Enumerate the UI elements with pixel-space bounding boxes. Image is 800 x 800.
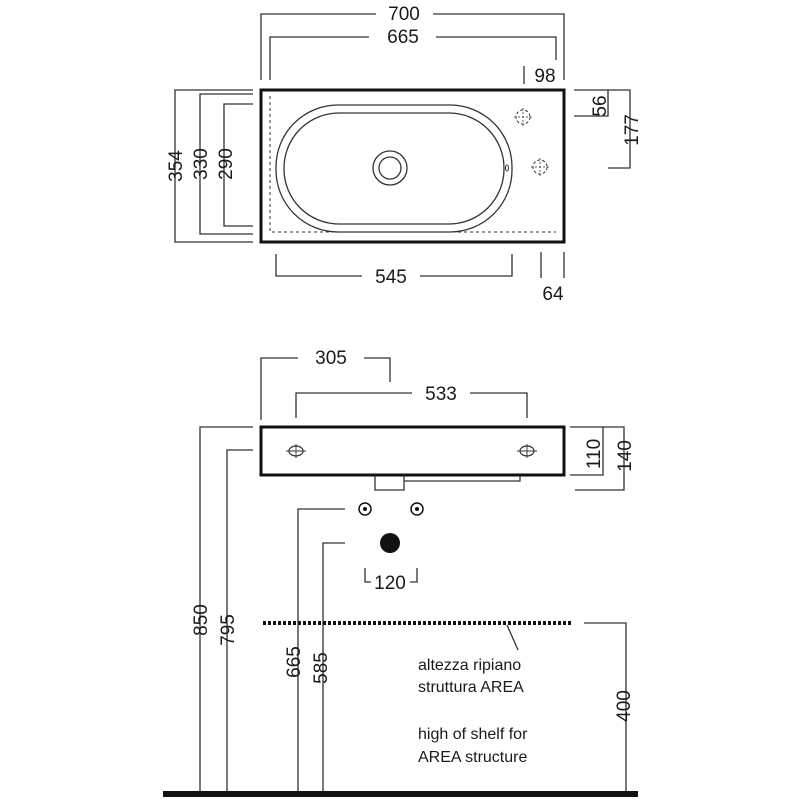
dim-177: 177 — [622, 114, 643, 146]
note-it-line2: struttura AREA — [418, 679, 524, 696]
dim-line-64 — [540, 252, 565, 278]
dim-line-533 — [295, 392, 528, 418]
dim-56: 56 — [590, 95, 611, 116]
dim-line-665 — [269, 36, 557, 80]
top-view: 700 665 98 56 177 354 330 290 545 64 — [166, 4, 643, 305]
dim-line-545 — [275, 254, 513, 277]
dim-line-850 — [199, 426, 253, 792]
note-en-line1: high of shelf for — [418, 726, 528, 743]
dim-400: 400 — [614, 690, 635, 722]
floor-line — [163, 791, 638, 797]
dim-64: 64 — [542, 284, 564, 305]
dim-line-354 — [174, 89, 253, 243]
drain-inner — [378, 156, 402, 180]
bowl-outer — [275, 104, 513, 233]
dim-585: 585 — [311, 652, 332, 684]
dim-line-330 — [199, 93, 253, 235]
dim-665-front: 665 — [284, 646, 305, 678]
bowl-inner — [283, 112, 505, 225]
dim-533: 533 — [425, 384, 457, 405]
fixing-hole-right — [517, 444, 537, 458]
dim-line-120 — [364, 568, 418, 583]
dim-110: 110 — [584, 439, 605, 469]
note-en-line2: AREA structure — [418, 749, 527, 766]
shelf-leader — [506, 624, 519, 651]
dim-98: 98 — [534, 66, 555, 87]
dim-795: 795 — [218, 614, 239, 646]
waste-outlet — [380, 533, 400, 553]
note-it-line1: altezza ripiano — [418, 657, 521, 674]
dim-330: 330 — [191, 148, 212, 180]
basin-outline-top — [259, 88, 566, 244]
dim-line-665-front — [297, 508, 345, 792]
dim-700: 700 — [388, 4, 420, 25]
dim-line-140 — [575, 426, 625, 491]
basin-underside — [374, 475, 521, 491]
dim-line-795 — [226, 449, 253, 792]
dim-line-305 — [260, 357, 391, 420]
dim-140: 140 — [615, 440, 636, 472]
supply-right — [410, 502, 424, 516]
dim-850: 850 — [191, 604, 212, 636]
overflow-mark — [505, 164, 509, 172]
tap-hole-1-cross — [514, 108, 532, 126]
dim-665: 665 — [387, 27, 419, 48]
front-view: 305 533 110 140 120 850 795 665 585 — [163, 348, 638, 797]
drain-outer — [372, 150, 408, 186]
dim-305: 305 — [315, 348, 347, 369]
basin-dashed-inner — [269, 96, 556, 233]
tap-hole-2-cross — [531, 158, 549, 176]
dim-line-56 — [574, 89, 609, 117]
supply-left — [358, 502, 372, 516]
dim-290: 290 — [216, 148, 237, 180]
dim-line-110 — [570, 426, 604, 476]
dim-354: 354 — [166, 150, 187, 182]
dim-line-585 — [322, 542, 345, 792]
basin-slab-front — [259, 425, 566, 477]
fixing-hole-left — [286, 444, 306, 458]
dim-545: 545 — [375, 267, 407, 288]
dim-line-290 — [223, 103, 253, 227]
dim-line-177 — [608, 89, 631, 169]
dim-line-400 — [584, 622, 627, 792]
dim-line-700 — [260, 13, 565, 80]
dim-120: 120 — [374, 573, 406, 594]
